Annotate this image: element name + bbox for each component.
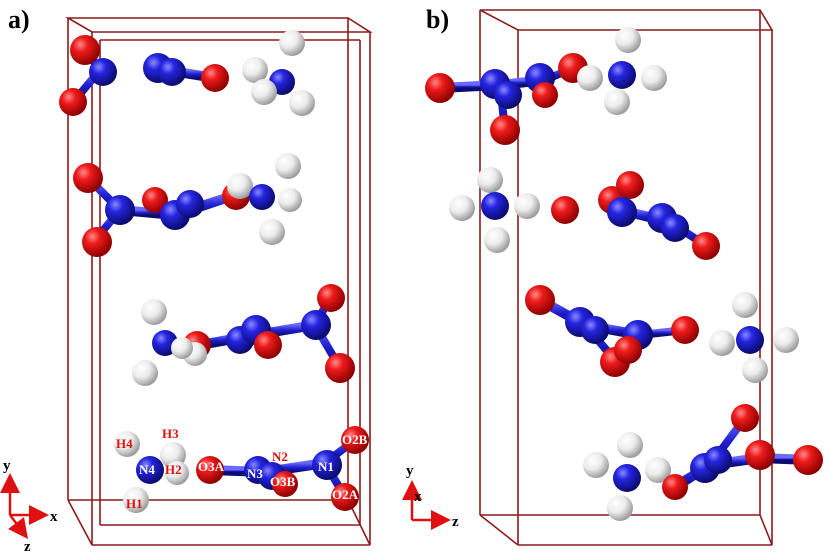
- label-h1: H1: [126, 496, 143, 511]
- label-n2: N2: [272, 449, 288, 464]
- axis-triad-a: y x z: [0, 458, 58, 554]
- panel-b: b): [402, 5, 823, 546]
- label-h2: H2: [165, 462, 182, 477]
- dinitramide-anion-b2: [551, 171, 720, 260]
- label-o3a: O3A: [198, 459, 225, 474]
- ammonium-cation-a3: [132, 299, 207, 386]
- dinitramide-anion-b4: [662, 404, 823, 500]
- label-h3: H3: [162, 426, 179, 441]
- dinitramide-anion-a4: [196, 426, 369, 511]
- panel-a: a): [0, 5, 373, 554]
- atom-labels-a: H4 H3 N4 H2 H1 O3A N3 N2 O3B N1 O2B O2A: [116, 426, 368, 511]
- axis-triad-b: y x z: [402, 463, 459, 530]
- axis-b-y-label: y: [406, 463, 414, 479]
- dinitramide-anion-a1: [59, 35, 229, 116]
- ammonium-cation-a2: [227, 153, 302, 245]
- dinitramide-anion-b1: [425, 53, 588, 145]
- axis-b-x-label: x: [414, 489, 422, 505]
- label-o2a: O2A: [332, 487, 359, 502]
- label-o3b: O3B: [270, 474, 296, 489]
- unit-cell-a: [65, 17, 373, 546]
- axis-a-y-label: y: [3, 458, 11, 474]
- label-n4: N4: [139, 462, 155, 477]
- dinitramide-anion-a3: [183, 284, 355, 383]
- axis-a-z-label: z: [24, 539, 31, 554]
- axis-b-z-label: z: [452, 514, 459, 530]
- ammonium-cation-a1: [242, 30, 315, 116]
- label-n3: N3: [247, 466, 263, 481]
- panel-a-label: a): [8, 5, 30, 34]
- dinitramide-anion-b3: [525, 285, 699, 377]
- panel-b-label: b): [426, 5, 449, 34]
- ammonium-cation-b4: [583, 432, 671, 521]
- ammonium-cation-b1: [577, 27, 667, 115]
- ammonium-cation-a4: [114, 431, 189, 513]
- label-h4: H4: [116, 436, 133, 451]
- ammonium-cation-b2: [449, 167, 540, 253]
- ammonium-cation-b3: [709, 292, 799, 383]
- label-n1: N1: [318, 459, 334, 474]
- axis-a-x-label: x: [50, 509, 58, 525]
- label-o2b: O2B: [342, 432, 368, 447]
